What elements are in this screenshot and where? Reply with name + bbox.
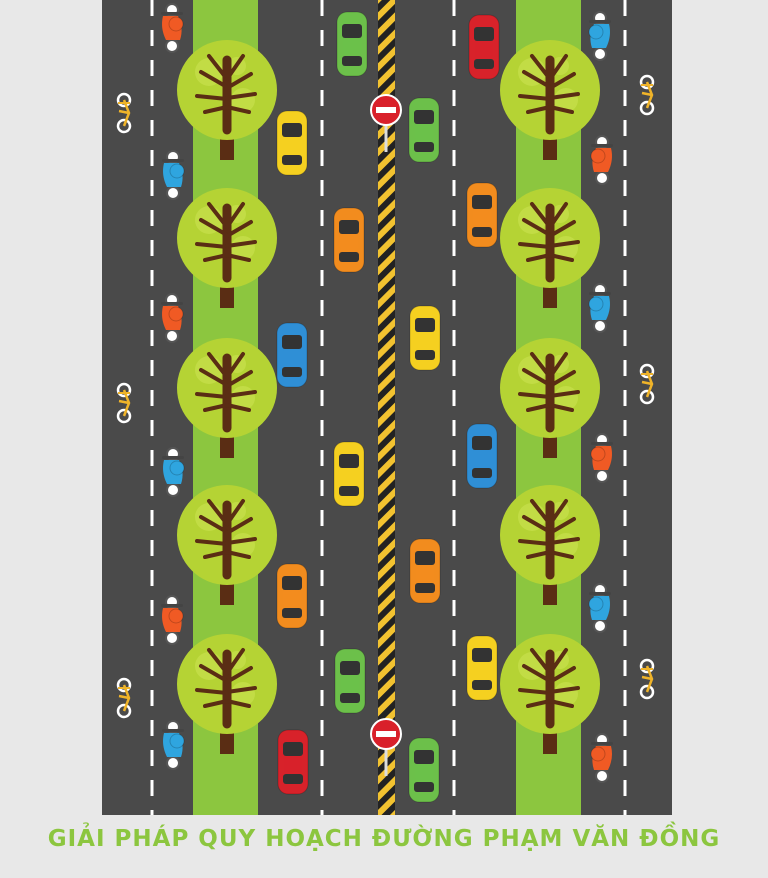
tree-icon <box>500 485 600 605</box>
tree-icon <box>177 338 277 458</box>
scooter-icon <box>590 433 613 483</box>
car-icon <box>276 322 308 388</box>
tree-icon <box>177 634 277 754</box>
scooter-icon <box>590 135 613 185</box>
car-icon <box>466 182 498 248</box>
median-strip <box>378 0 395 815</box>
car-icon <box>466 423 498 489</box>
bicycle-icon <box>116 382 132 424</box>
bicycle-icon <box>116 92 132 134</box>
bicycle-icon <box>116 677 132 719</box>
tree-icon <box>500 40 600 160</box>
car-icon <box>276 110 308 176</box>
bicycle-icon <box>639 363 655 405</box>
scooter-icon <box>590 733 613 783</box>
scooter-icon <box>162 447 185 497</box>
tree-icon <box>177 188 277 308</box>
tree-icon <box>177 485 277 605</box>
car-icon <box>336 11 368 77</box>
scooter-icon <box>161 595 184 645</box>
scooter-icon <box>588 583 611 633</box>
bicycle-icon <box>639 658 655 700</box>
car-icon <box>333 207 365 273</box>
no-entry-sign-icon <box>370 718 402 776</box>
scooter-icon <box>161 3 184 53</box>
caption-title: GIẢI PHÁP QUY HOẠCH ĐƯỜNG PHẠM VĂN ĐỒNG <box>47 826 721 852</box>
car-icon <box>334 648 366 714</box>
car-icon <box>408 737 440 803</box>
tree-icon <box>177 40 277 160</box>
car-icon <box>409 305 441 371</box>
scooter-icon <box>162 720 185 770</box>
car-icon <box>409 538 441 604</box>
car-icon <box>468 14 500 80</box>
car-icon <box>277 729 309 795</box>
scooter-icon <box>161 293 184 343</box>
car-icon <box>333 441 365 507</box>
no-entry-sign-icon <box>370 94 402 152</box>
car-icon <box>276 563 308 629</box>
car-icon <box>408 97 440 163</box>
scooter-icon <box>588 11 611 61</box>
road-plan-illustration <box>102 0 672 815</box>
car-icon <box>466 635 498 701</box>
tree-icon <box>500 338 600 458</box>
tree-icon <box>500 634 600 754</box>
bicycle-icon <box>639 74 655 116</box>
tree-icon <box>500 188 600 308</box>
scooter-icon <box>588 283 611 333</box>
scooter-icon <box>162 150 185 200</box>
